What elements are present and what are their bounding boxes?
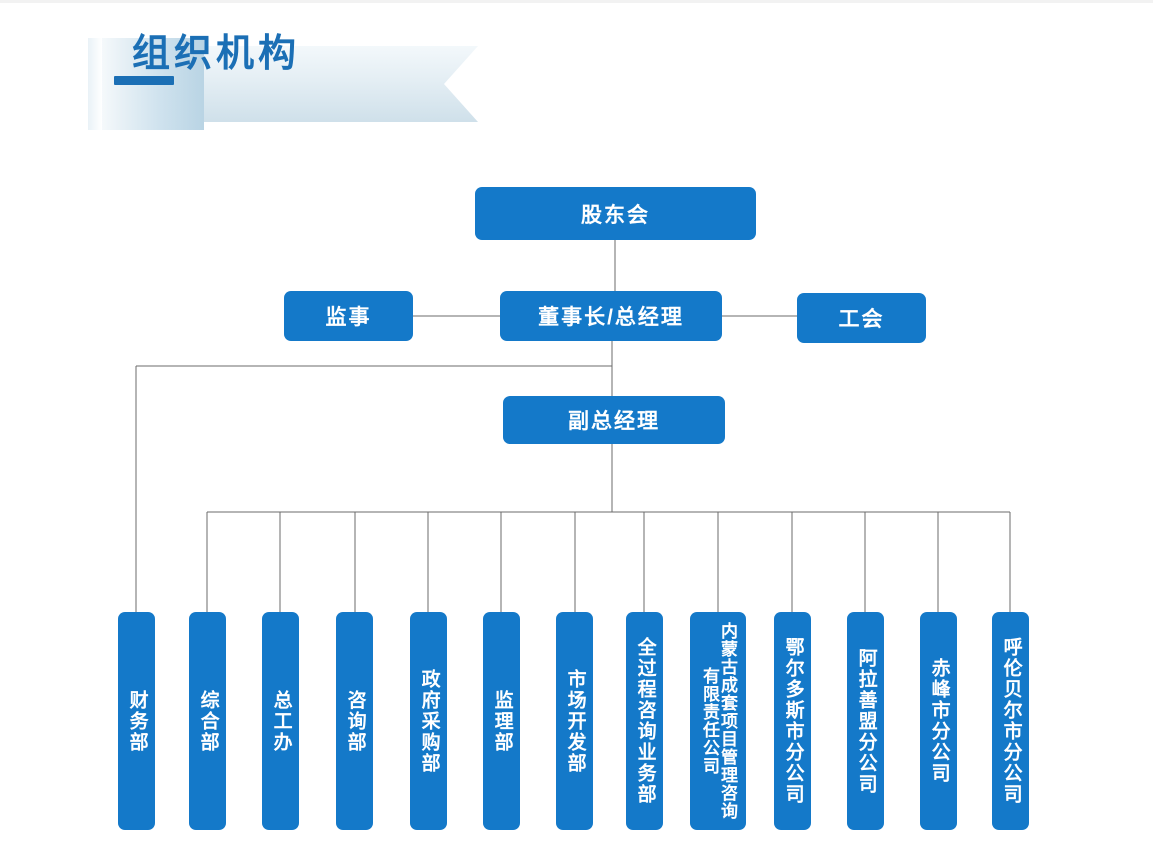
node-deputy-gm-label: 副总经理: [568, 410, 660, 433]
node-department-12-label: 呼伦贝尔市分公司: [1000, 637, 1022, 805]
banner-dash-icon: [114, 76, 174, 85]
node-supervisor[interactable]: 监事: [284, 291, 413, 341]
node-department-12[interactable]: 呼伦贝尔市分公司: [992, 612, 1029, 830]
node-deputy-gm[interactable]: 副总经理: [503, 396, 725, 444]
node-supervisor-label: 监事: [325, 306, 372, 329]
node-shareholders-label: 股东会: [581, 203, 650, 227]
node-chairman-label: 董事长/总经理: [538, 306, 684, 329]
banner-ribbon-fold-icon: [88, 38, 102, 130]
node-department-9[interactable]: 鄂尔多斯市分公司: [774, 612, 811, 830]
node-department-4-label: 政府采购部: [418, 668, 440, 774]
node-department-0-label: 财务部: [126, 689, 148, 753]
node-department-11[interactable]: 赤峰市分公司: [920, 612, 957, 830]
node-union[interactable]: 工会: [797, 293, 926, 343]
page-title: 组织机构: [132, 30, 301, 75]
node-department-3-label: 咨询部: [344, 689, 366, 753]
node-department-1-label: 综合部: [197, 689, 219, 753]
banner-body: [200, 46, 478, 122]
node-department-10[interactable]: 阿拉善盟分公司: [847, 612, 884, 830]
node-department-7-label: 全过程咨询业务部: [634, 637, 656, 805]
node-department-4[interactable]: 政府采购部: [410, 612, 447, 830]
node-department-6-label: 市场开发部: [564, 668, 586, 774]
node-department-11-label: 赤峰市分公司: [928, 658, 950, 784]
node-chairman[interactable]: 董事长/总经理: [500, 291, 722, 341]
top-divider: [0, 0, 1153, 3]
node-shareholders[interactable]: 股东会: [475, 187, 756, 240]
node-department-7[interactable]: 全过程咨询业务部: [626, 612, 663, 830]
node-department-8[interactable]: 内蒙古成套项目管理咨询有限责任公司: [690, 612, 746, 830]
node-department-1[interactable]: 综合部: [189, 612, 226, 830]
node-department-8-label: 内蒙古成套项目管理咨询有限责任公司: [700, 622, 738, 820]
node-department-5-label: 监理部: [491, 689, 513, 753]
node-department-10-label: 阿拉善盟分公司: [855, 647, 877, 795]
section-banner: [88, 38, 478, 130]
node-department-2[interactable]: 总工办: [262, 612, 299, 830]
node-department-9-label: 鄂尔多斯市分公司: [782, 637, 804, 805]
node-department-0[interactable]: 财务部: [118, 612, 155, 830]
node-department-3[interactable]: 咨询部: [336, 612, 373, 830]
node-department-2-label: 总工办: [270, 689, 292, 753]
node-union-label: 工会: [838, 308, 885, 331]
node-department-6[interactable]: 市场开发部: [556, 612, 593, 830]
node-department-5[interactable]: 监理部: [483, 612, 520, 830]
